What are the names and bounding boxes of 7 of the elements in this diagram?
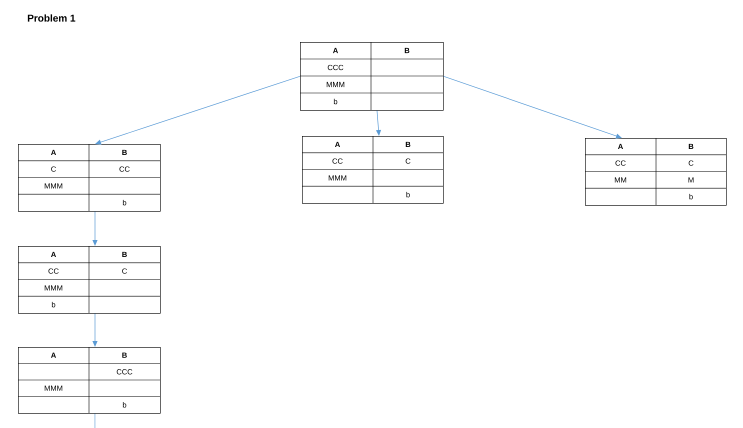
title: Problem 1 — [28, 14, 76, 22]
table — [584, 138, 727, 206]
table — [18, 346, 161, 414]
table — [302, 136, 444, 204]
table — [18, 246, 161, 314]
table — [300, 42, 444, 111]
table — [18, 144, 161, 212]
